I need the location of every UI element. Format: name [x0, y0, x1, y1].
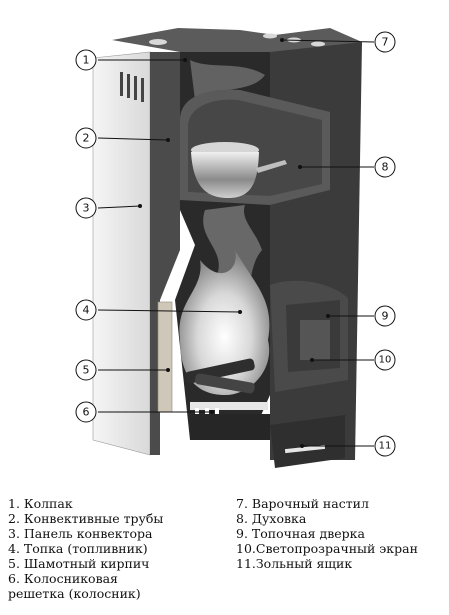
callout-6: 6	[83, 406, 90, 419]
legend-item-11: 11.Зольный ящик	[236, 556, 353, 571]
legend: 1. Колпак 2. Конвективные трубы 3. Панел…	[0, 496, 449, 614]
legend-item-7: 7. Варочный настил	[236, 496, 369, 511]
vent-slots	[120, 72, 144, 102]
hood-smoke	[190, 60, 265, 100]
callout-dots	[138, 38, 330, 448]
callout-2: 2	[83, 132, 90, 145]
fire-door	[270, 280, 348, 392]
legend-item-4: 4. Топка (топливник)	[8, 541, 148, 556]
grate	[190, 402, 268, 414]
firewood	[185, 358, 255, 394]
legend-item-6-cont: решетка (колосник)	[8, 586, 141, 601]
callout-11: 11	[379, 441, 392, 452]
callout-markers	[75, 31, 396, 457]
legend-item-6: 6. Колосниковая	[8, 571, 118, 586]
callout-5: 5	[83, 364, 90, 377]
callout-8: 8	[382, 161, 389, 174]
stove-cutaway-diagram: 1 2 3 4 5 6 7 8 9 10 11	[75, 28, 396, 468]
glass-screen	[300, 320, 330, 360]
legend-item-5: 5. Шамотный кирпич	[8, 556, 150, 571]
legend-item-3: 3. Панель конвектора	[8, 526, 153, 541]
legend-item-9: 9. Топочная дверка	[236, 526, 365, 541]
legend-item-2: 2. Конвективные трубы	[8, 511, 164, 526]
callout-3: 3	[83, 202, 90, 215]
legend-item-1: 1. Колпак	[8, 496, 73, 511]
callout-9: 9	[382, 310, 389, 323]
legend-item-8: 8. Духовка	[236, 511, 307, 526]
ash-box-handle	[284, 444, 326, 454]
pot-icon	[191, 142, 287, 198]
fire	[179, 250, 270, 395]
callout-7: 7	[382, 36, 389, 49]
firebrick	[157, 301, 173, 413]
ash-chamber	[190, 414, 270, 440]
legend-item-10: 10.Светопрозрачный экран	[236, 541, 418, 556]
callout-1: 1	[83, 54, 90, 67]
convective-tubes	[150, 52, 180, 455]
callout-numbers: 1 2 3 4 5 6 7 8 9 10 11	[83, 36, 392, 452]
ash-box	[270, 415, 345, 468]
callout-4: 4	[83, 304, 90, 317]
callout-10: 10	[379, 355, 392, 366]
convector-panel	[92, 51, 151, 456]
callout-leaders	[97, 39, 375, 447]
